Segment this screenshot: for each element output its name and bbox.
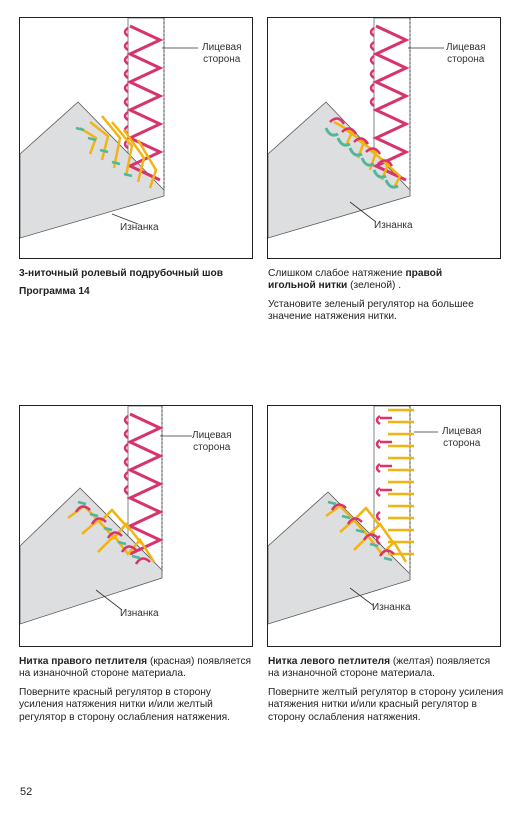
fabric-back — [20, 101, 165, 239]
fabric-back — [268, 491, 411, 625]
label-back-side-3: Изнанка — [120, 608, 159, 619]
yellow-looper-thread — [79, 115, 158, 189]
caption-2: Слишком слабое натяжение правой игольной… — [268, 268, 504, 330]
caption-1-subtitle: Программа 14 — [19, 286, 90, 298]
fabric-back — [20, 487, 163, 625]
green-needle-thread — [77, 500, 141, 560]
yellow-looper-thread — [333, 120, 402, 189]
green-needle-thread — [75, 126, 133, 178]
caption-4-instruction: Поверните желтый регулятор в сторону уси… — [268, 686, 504, 723]
red-looper-thread — [126, 24, 164, 182]
stitch-illustration-4 — [268, 406, 438, 625]
caption-4: Нитка левого петлителя (желтая) появляет… — [268, 656, 504, 723]
stitch-illustration-3 — [20, 406, 192, 625]
caption-3: Нитка правого петлителя (красная) появля… — [19, 656, 255, 730]
label-back-side-4: Изнанка — [372, 602, 411, 613]
red-looper-thread — [126, 412, 164, 556]
caption-1-title: 3-ниточный ролевый подрубочный шов — [19, 268, 223, 279]
caption-2-instruction: Установите зеленый регулятор на большее … — [268, 298, 474, 323]
label-back-side-1: Изнанка — [120, 222, 159, 233]
stitch-illustration-1 — [20, 18, 198, 239]
red-looper-thread — [372, 24, 410, 182]
green-needle-thread — [327, 500, 393, 562]
fabric-back — [268, 101, 411, 239]
label-back-side-2: Изнанка — [374, 220, 413, 231]
caption-1: 3-ниточный ролевый подрубочный шов Прогр… — [19, 268, 255, 305]
page-number: 52 — [20, 786, 33, 798]
green-needle-thread — [324, 127, 399, 189]
caption-3-instruction: Поверните красный регулятор в сторону ус… — [19, 686, 230, 723]
stitch-illustration-2 — [268, 18, 444, 239]
red-looper-thread — [375, 414, 392, 546]
